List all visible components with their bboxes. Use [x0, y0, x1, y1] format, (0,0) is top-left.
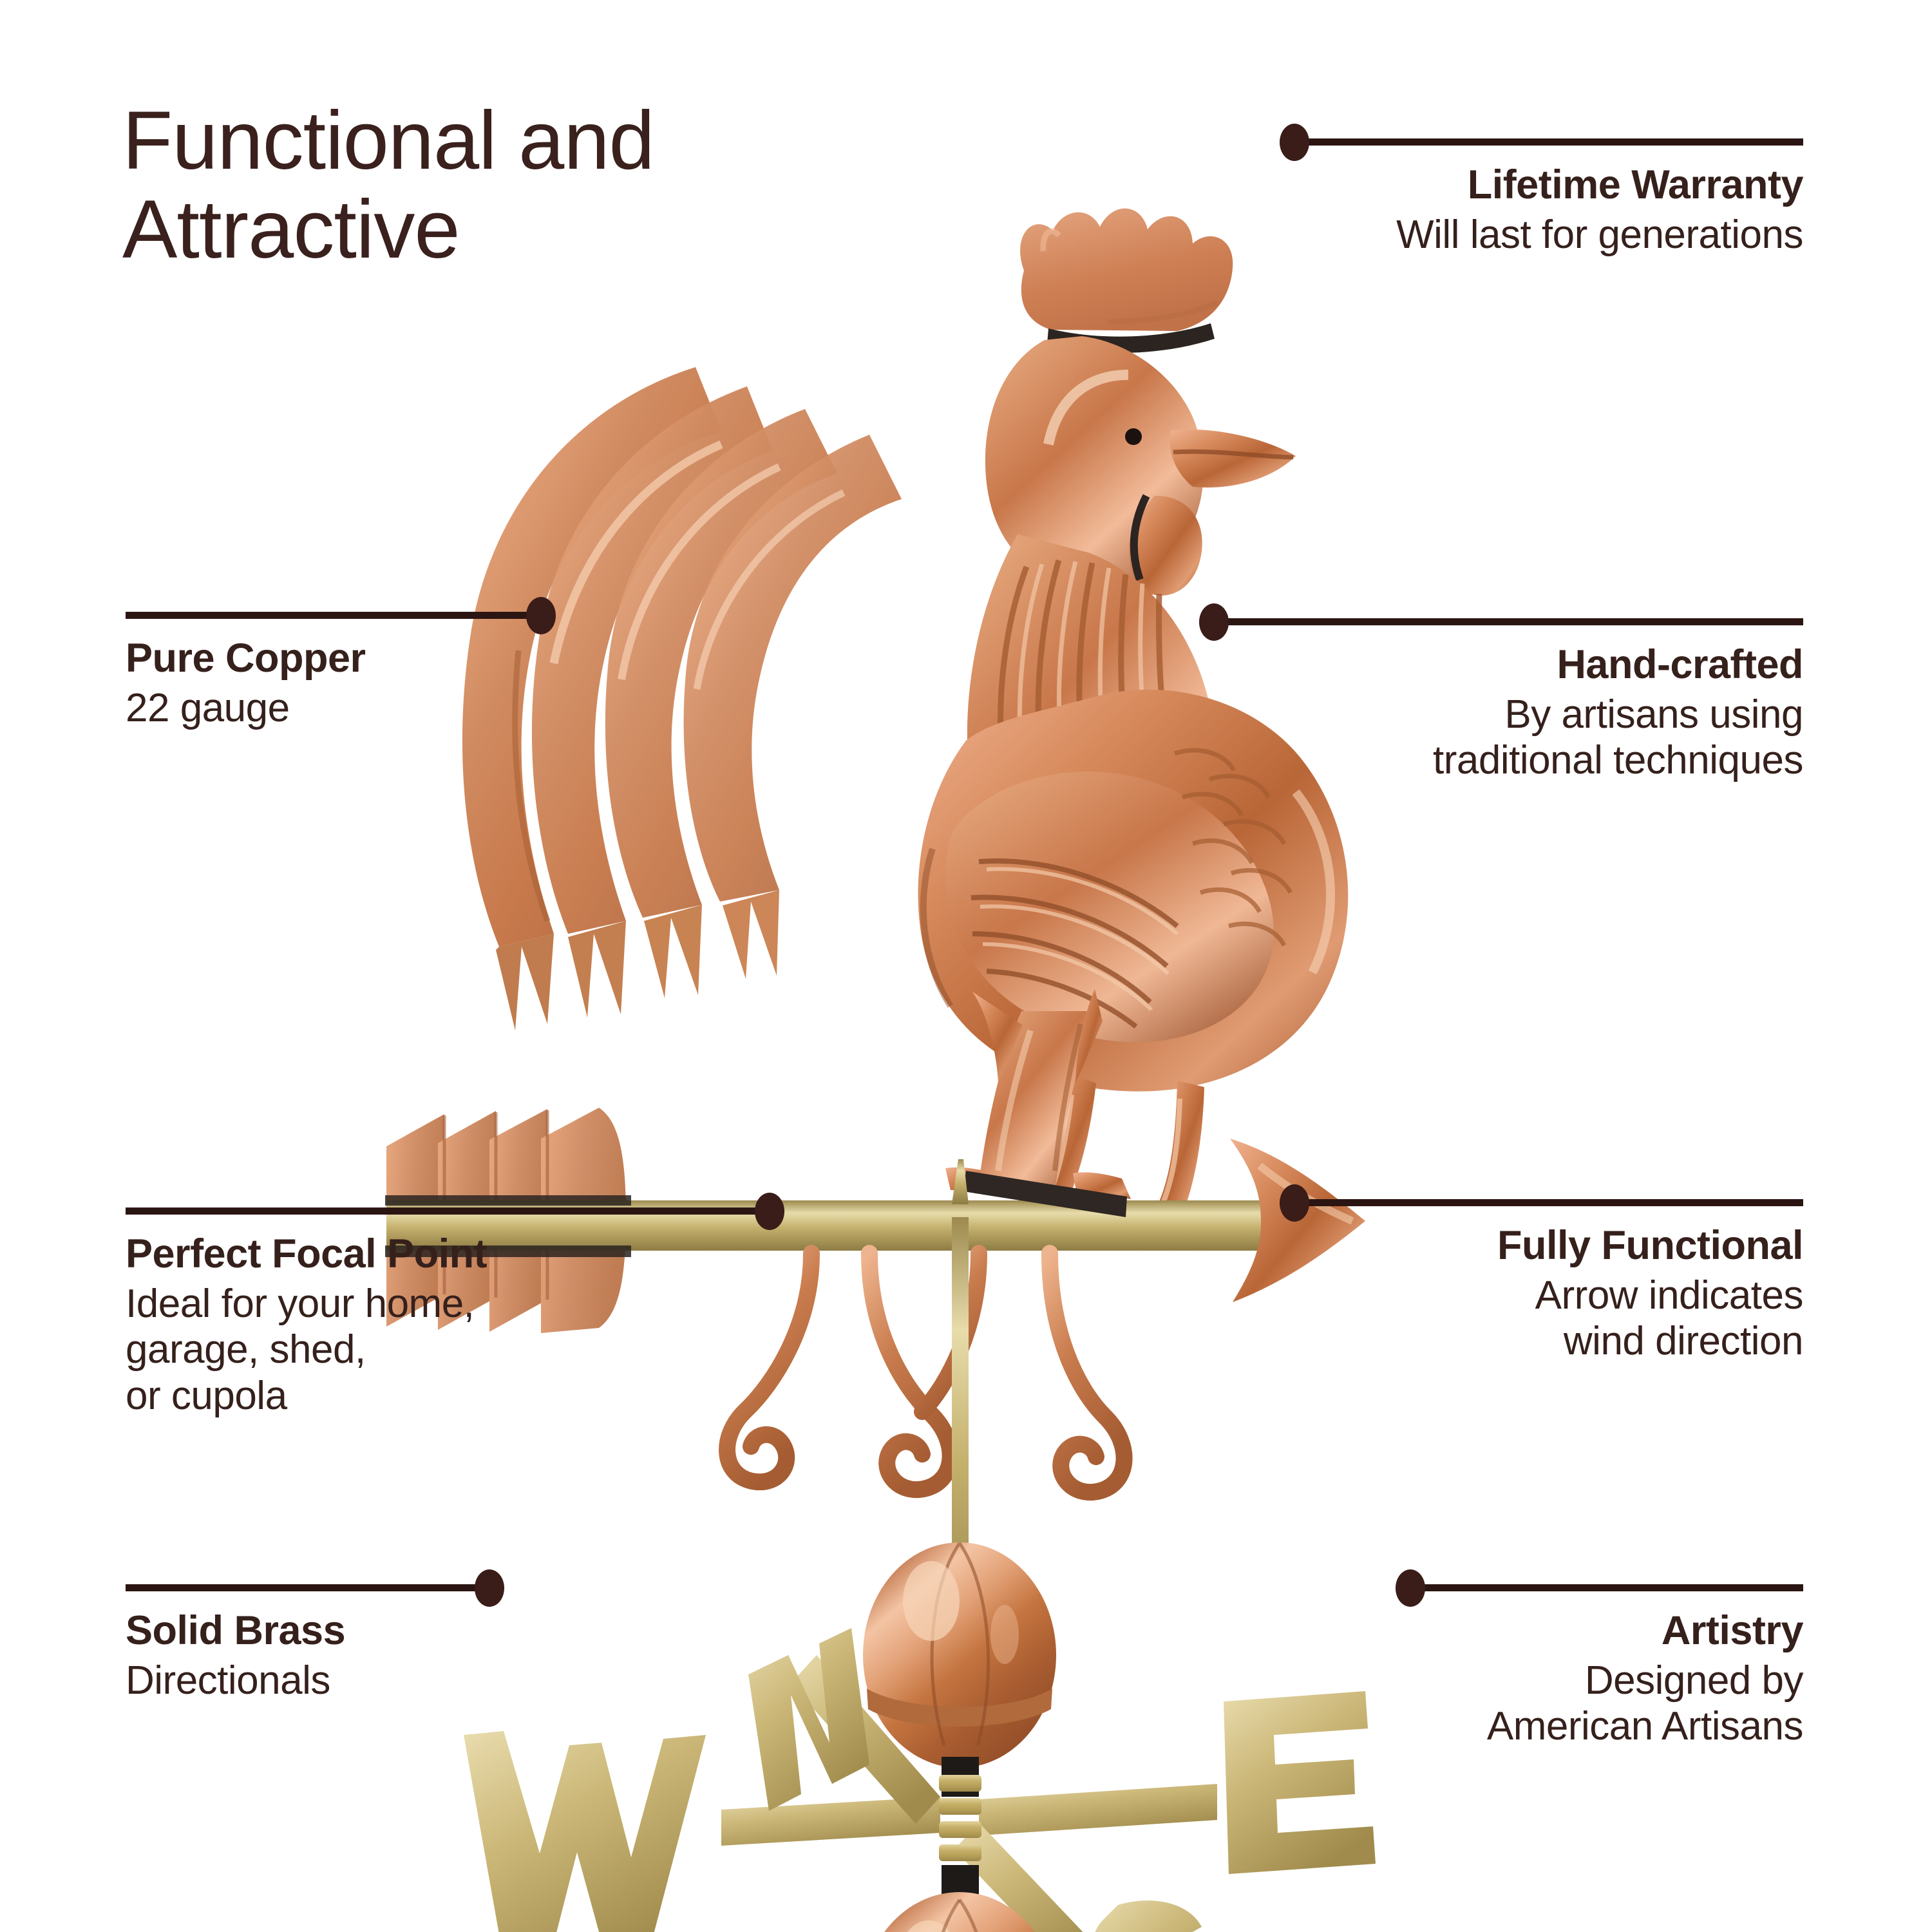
callout-subtext: Will last for generations — [1396, 212, 1803, 257]
callout-heading: Fully Functional — [1497, 1223, 1804, 1268]
callout-heading: Hand-crafted — [1557, 642, 1803, 687]
copper-scrollwork — [719, 1245, 1133, 1501]
directional-letter-W — [464, 1731, 706, 1932]
page-title: Functional and Attractive — [122, 95, 655, 276]
callout-solid-brass: Solid Brass Directionals — [126, 1569, 504, 1703]
callout-dot — [1280, 123, 1309, 161]
callout-pure-copper: Pure Copper 22 gauge — [126, 596, 556, 731]
callout-subtext: Directionals — [126, 1658, 330, 1703]
product-image-rooster-weathervane — [361, 174, 1584, 1932]
callout-heading: Lifetime Warranty — [1467, 162, 1804, 207]
callout-rule — [1280, 123, 1803, 161]
callout-dot — [1396, 1569, 1425, 1607]
lower-copper-globe — [884, 1892, 1035, 1932]
weathervane-arrow — [385, 1108, 1365, 1333]
callout-subtext: Arrow indicates wind direction — [1535, 1273, 1804, 1364]
callout-rule — [1396, 1569, 1803, 1607]
callout-subtext: By artisans using traditional techniques — [1433, 692, 1803, 783]
callout-subtext: 22 gauge — [126, 685, 290, 730]
callout-rule — [1199, 603, 1803, 641]
callout-fully-functional: Fully Functional Arrow indicates wind di… — [1280, 1184, 1804, 1365]
rooster-head-and-body — [918, 336, 1349, 1092]
callout-dot — [1199, 603, 1229, 641]
callout-rule — [126, 1569, 504, 1607]
callout-artistry: Artistry Designed by American Artisans — [1396, 1569, 1804, 1750]
callout-subtext: Designed by American Artisans — [1486, 1658, 1804, 1749]
callout-dot — [526, 596, 556, 634]
callout-heading: Perfect Focal Point — [126, 1231, 488, 1276]
callout-heading: Solid Brass — [126, 1608, 346, 1653]
directional-letter-E — [1224, 1691, 1376, 1874]
callout-perfect-focal-point: Perfect Focal Point Ideal for your home,… — [126, 1192, 784, 1419]
callout-rule — [126, 1192, 784, 1230]
callout-dot — [475, 1569, 504, 1607]
callout-hand-crafted: Hand-crafted By artisans using tradition… — [1199, 603, 1804, 784]
brass-directionals — [464, 1628, 1376, 1932]
callout-lifetime-warranty: Lifetime Warranty Will last for generati… — [1280, 123, 1804, 258]
directional-letter-N — [748, 1628, 869, 1811]
rooster-comb — [1020, 208, 1233, 331]
callout-dot — [755, 1192, 784, 1230]
callout-heading: Artistry — [1661, 1608, 1804, 1653]
callout-heading: Pure Copper — [126, 636, 366, 681]
callout-subtext: Ideal for your home, garage, shed, or cu… — [126, 1281, 475, 1419]
callout-rule — [1280, 1184, 1803, 1222]
callout-rule — [126, 596, 556, 634]
callout-dot — [1280, 1184, 1309, 1222]
directional-letter-S — [1095, 1900, 1202, 1932]
upper-copper-globe — [863, 1542, 1056, 1768]
rooster-tail — [462, 367, 902, 1030]
vane-ornament-prongs — [972, 989, 1103, 1190]
directional-collar — [939, 1775, 981, 1861]
